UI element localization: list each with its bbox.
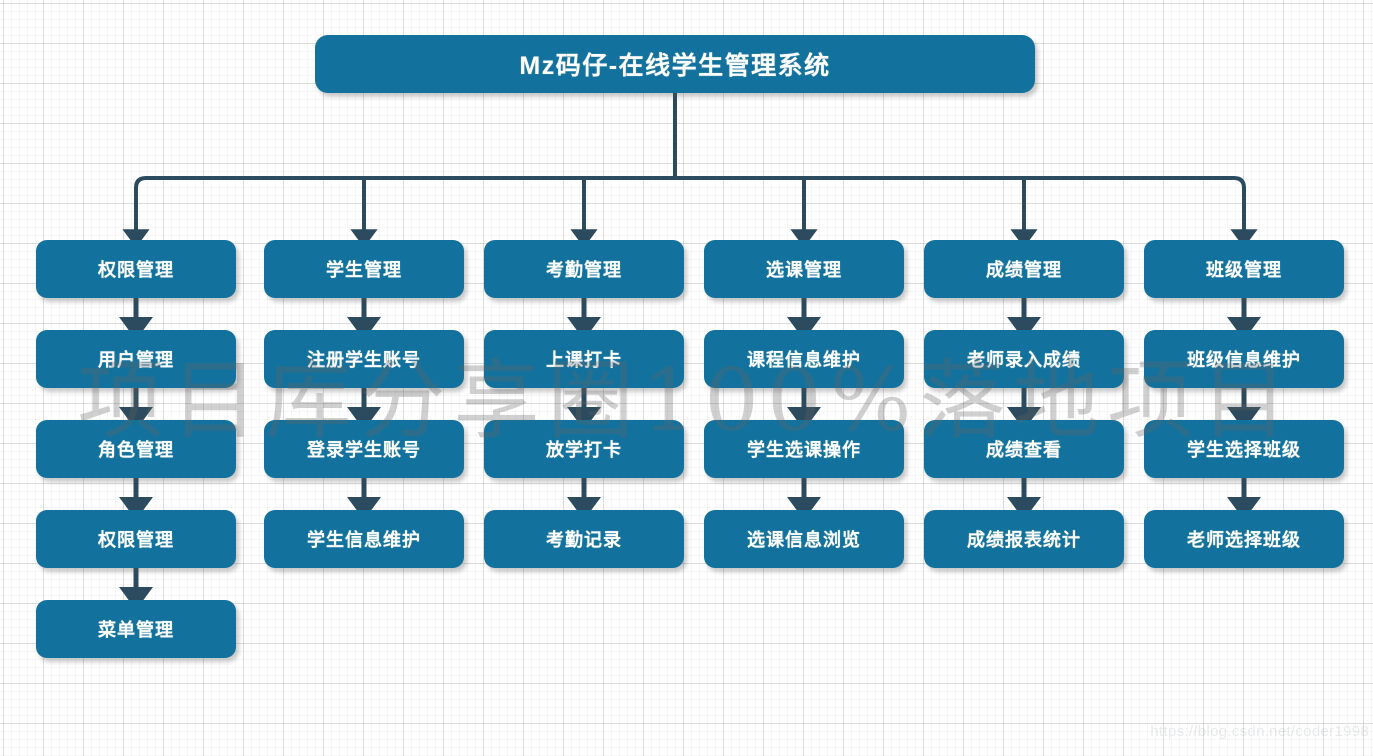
diagram-root-title-box[interactable]: Mz码仔-在线学生管理系统	[315, 35, 1035, 93]
node-permission-header[interactable]: 权限管理	[36, 240, 236, 298]
node-student-child-2[interactable]: 登录学生账号	[264, 420, 464, 478]
node-course-selection-child-2[interactable]: 学生选课操作	[704, 420, 904, 478]
node-attendance-child-2[interactable]: 放学打卡	[484, 420, 684, 478]
node-attendance-child-1[interactable]: 上课打卡	[484, 330, 684, 388]
node-score-child-3[interactable]: 成绩报表统计	[924, 510, 1124, 568]
node-permission-child-4[interactable]: 菜单管理	[36, 600, 236, 658]
node-class-child-2[interactable]: 学生选择班级	[1144, 420, 1344, 478]
node-attendance-child-3[interactable]: 考勤记录	[484, 510, 684, 568]
node-class-child-3[interactable]: 老师选择班级	[1144, 510, 1344, 568]
node-course-selection-child-3[interactable]: 选课信息浏览	[704, 510, 904, 568]
node-attendance-header[interactable]: 考勤管理	[484, 240, 684, 298]
node-permission-child-2[interactable]: 角色管理	[36, 420, 236, 478]
node-permission-child-1[interactable]: 用户管理	[36, 330, 236, 388]
node-permission-child-3[interactable]: 权限管理	[36, 510, 236, 568]
node-course-selection-child-1[interactable]: 课程信息维护	[704, 330, 904, 388]
node-student-header[interactable]: 学生管理	[264, 240, 464, 298]
node-student-child-1[interactable]: 注册学生账号	[264, 330, 464, 388]
node-course-selection-header[interactable]: 选课管理	[704, 240, 904, 298]
watermark-url: https://blog.csdn.net/coder1998	[1150, 723, 1369, 740]
node-score-header[interactable]: 成绩管理	[924, 240, 1124, 298]
node-class-header[interactable]: 班级管理	[1144, 240, 1344, 298]
node-class-child-1[interactable]: 班级信息维护	[1144, 330, 1344, 388]
node-score-child-2[interactable]: 成绩查看	[924, 420, 1124, 478]
node-student-child-3[interactable]: 学生信息维护	[264, 510, 464, 568]
node-score-child-1[interactable]: 老师录入成绩	[924, 330, 1124, 388]
